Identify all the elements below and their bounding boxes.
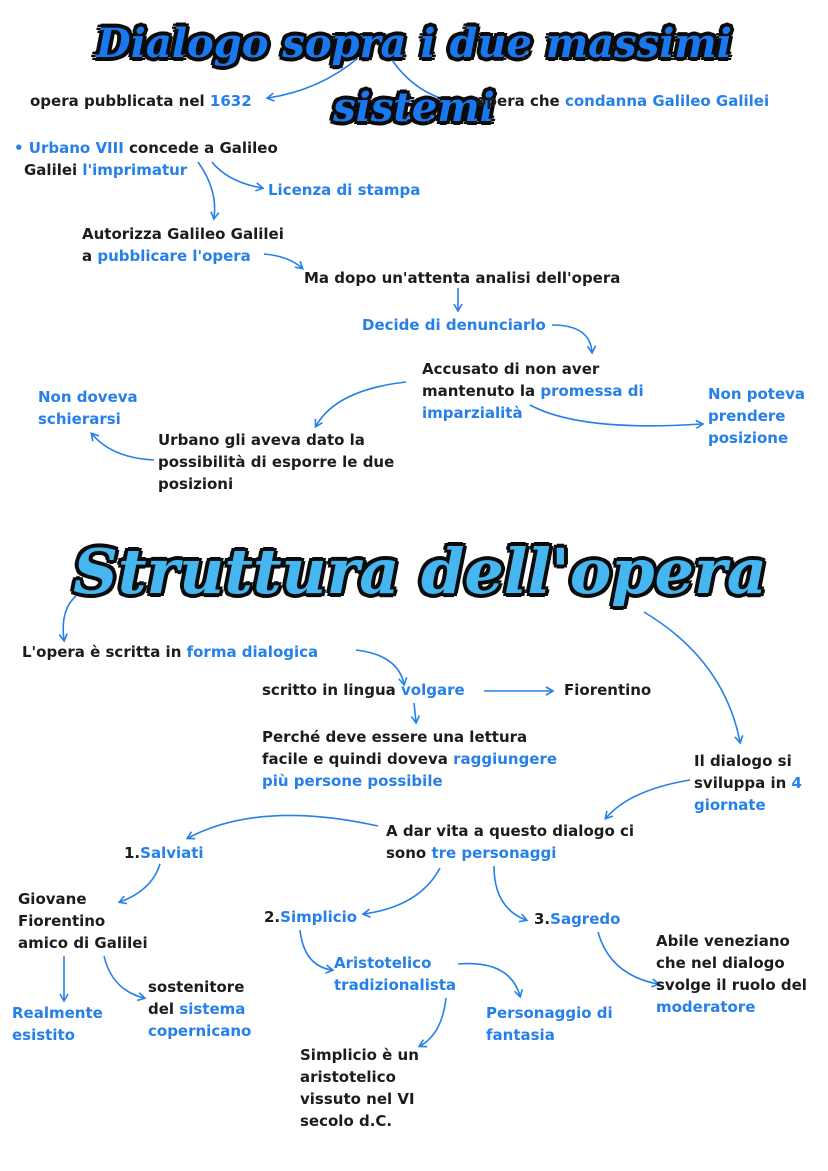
section-title: Struttura dell'opera — [40, 522, 800, 622]
ma-dopo-node: Ma dopo un'attenta analisi dell'opera — [304, 269, 621, 287]
arrow — [417, 997, 447, 1048]
autorizza-line2: a pubblicare l'opera — [82, 247, 251, 265]
decide-node: Decide di denunciarlo — [362, 316, 546, 334]
giovane-line3: amico di Galilei — [18, 934, 148, 952]
aristotelico-line2: tradizionalista — [334, 976, 457, 994]
urbano-node-line1: • Urbano VIII concede a Galileo — [14, 139, 278, 157]
fiorentino-node: Fiorentino — [564, 681, 652, 699]
accusato-line3: imparzialità — [422, 404, 523, 422]
perche-line1: Perché deve essere una lettura — [262, 728, 528, 746]
arrow — [410, 702, 421, 725]
non-poteva-line2: prendere — [708, 407, 786, 425]
urbano-gli-line1: Urbano gli aveva dato la — [158, 431, 365, 449]
urbano-gli-line3: posizioni — [158, 475, 234, 493]
dialogo-line2: sviluppa in 4 — [694, 774, 802, 792]
simplicio-node: 2.Simplicio — [264, 908, 358, 926]
arrow — [117, 863, 161, 905]
arrow — [299, 929, 335, 974]
dialogo-line3: giornate — [694, 796, 766, 814]
main-title: Dialogo sopra i due massimi sistemi — [10, 12, 818, 131]
abile-line1: Abile veneziano — [656, 932, 790, 950]
sagredo-node: 3.Sagredo — [534, 910, 621, 928]
scritta-node: L'opera è scritta in forma dialogica — [22, 643, 319, 661]
perche-line3: più persone possibile — [262, 772, 443, 790]
accusato-line2: mantenuto la promessa di — [422, 382, 644, 400]
sostenitore-line3: copernicano — [148, 1022, 252, 1040]
arrow — [604, 779, 691, 820]
realmente-line1: Realmente — [12, 1004, 103, 1022]
giovane-line1: Giovane — [18, 890, 87, 908]
simplicio-desc-line1: Simplicio è un — [300, 1046, 419, 1064]
non-poteva-line1: Non poteva — [708, 385, 806, 403]
non-doveva-line1: Non doveva — [38, 388, 138, 406]
fantasia-line1: Personaggio di — [486, 1004, 613, 1022]
simplicio-desc-line2: aristotelico — [300, 1068, 396, 1086]
arrow — [263, 253, 304, 270]
salviati-node: 1.Salviati — [124, 844, 204, 862]
arrow — [551, 324, 597, 355]
non-doveva-line2: schierarsi — [38, 410, 121, 428]
arrow — [493, 865, 529, 923]
urbano-gli-line2: possibilità di esporre le due — [158, 453, 395, 471]
arrow — [197, 161, 220, 221]
abile-line3: svolge il ruolo del — [656, 976, 807, 994]
arrow — [314, 381, 407, 429]
non-poteva-line3: posizione — [708, 429, 789, 447]
arrow — [361, 867, 441, 918]
giovane-line2: Fiorentino — [18, 912, 106, 930]
sostenitore-line1: sostenitore — [148, 978, 245, 996]
sostenitore-line2: del sistema — [148, 1000, 246, 1018]
arrow — [597, 931, 661, 988]
arrow — [90, 431, 155, 461]
lingua-node: scritto in lingua volgare — [262, 681, 465, 699]
realmente-line2: esistito — [12, 1026, 75, 1044]
autorizza-line1: Autorizza Galileo Galilei — [82, 225, 284, 243]
accusato-line1: Accusato di non aver — [422, 360, 600, 378]
personaggi-line2: sono tre personaggi — [386, 844, 557, 862]
arrow — [391, 59, 469, 108]
dialogo-line1: Il dialogo si — [694, 752, 792, 770]
arrow — [103, 955, 147, 1002]
arrow — [265, 57, 359, 102]
arrow — [643, 611, 744, 745]
arrow — [185, 814, 379, 840]
simplicio-desc-line4: secolo d.C. — [300, 1112, 393, 1130]
arrow — [457, 962, 524, 999]
published-note: opera pubblicata nel 1632 — [30, 92, 252, 110]
published-year: 1632 — [209, 92, 252, 110]
arrow — [58, 595, 77, 643]
simplicio-desc-line3: vissuto nel VI — [300, 1090, 415, 1108]
section-title-text: Struttura dell'opera — [73, 535, 767, 608]
condemns-note: opera che condanna Galileo Galilei — [476, 92, 770, 110]
arrow — [211, 161, 265, 192]
arrow — [355, 649, 408, 687]
licenza-node: Licenza di stampa — [268, 181, 421, 199]
urbano-node-line2: Galilei l'imprimatur — [24, 161, 188, 179]
fantasia-line2: fantasia — [486, 1026, 555, 1044]
perche-line2: facile e quindi doveva raggiungere — [262, 750, 558, 768]
abile-line2: che nel dialogo — [656, 954, 785, 972]
personaggi-line1: A dar vita a questo dialogo ci — [386, 822, 635, 840]
arrow — [529, 404, 705, 430]
main-title-text: Dialogo sopra i due massimi sistemi — [96, 20, 732, 131]
aristotelico-line1: Aristotelico — [334, 954, 432, 972]
abile-line4: moderatore — [656, 998, 756, 1016]
